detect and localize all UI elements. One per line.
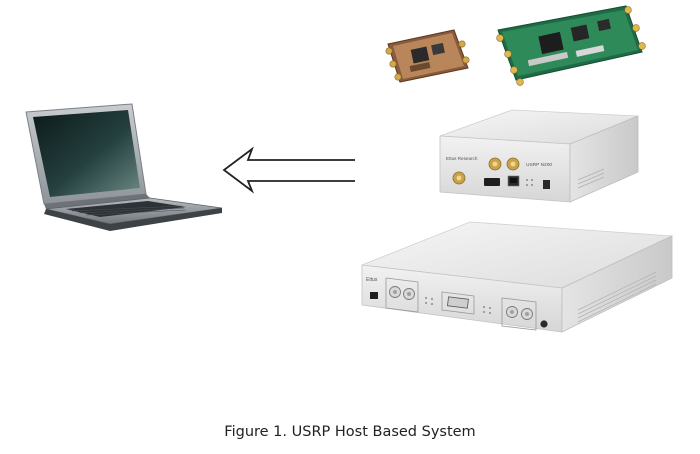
x310-sma-connector xyxy=(403,288,415,300)
n200-model-label: USRP N200 xyxy=(526,162,552,168)
n200-sma-connector xyxy=(506,157,520,171)
x310-logo-label: Ettus xyxy=(366,277,378,283)
usrp-b200mini-board xyxy=(385,29,470,83)
x310-aux-connector xyxy=(447,296,469,309)
arrow-left-icon xyxy=(222,146,355,194)
laptop-front-edge xyxy=(44,208,222,231)
x310-sma-connector xyxy=(506,306,518,318)
laptop-screen xyxy=(33,110,140,197)
x310-sma-connector xyxy=(521,308,533,320)
figure-caption: Figure 1. USRP Host Based System xyxy=(224,424,476,440)
x310-sma-connector xyxy=(389,286,401,298)
x310-jtag-port xyxy=(370,292,378,299)
n200-sfp-port xyxy=(484,178,500,186)
laptop-icon xyxy=(25,103,223,231)
laptop-hinge xyxy=(44,194,150,209)
n200-sma-connector xyxy=(488,157,502,171)
usrp-x310-device: Ettus xyxy=(361,221,674,333)
n200-sma-connector xyxy=(452,171,466,185)
laptop-keyboard xyxy=(66,201,186,217)
usrp-n200-device: Ettus Research USRP N200 xyxy=(439,109,639,203)
usrp-b210-board xyxy=(496,5,646,86)
x310-power-button xyxy=(540,320,548,328)
n200-power-jack xyxy=(543,180,550,189)
n200-brand-label: Ettus Research xyxy=(446,156,478,161)
